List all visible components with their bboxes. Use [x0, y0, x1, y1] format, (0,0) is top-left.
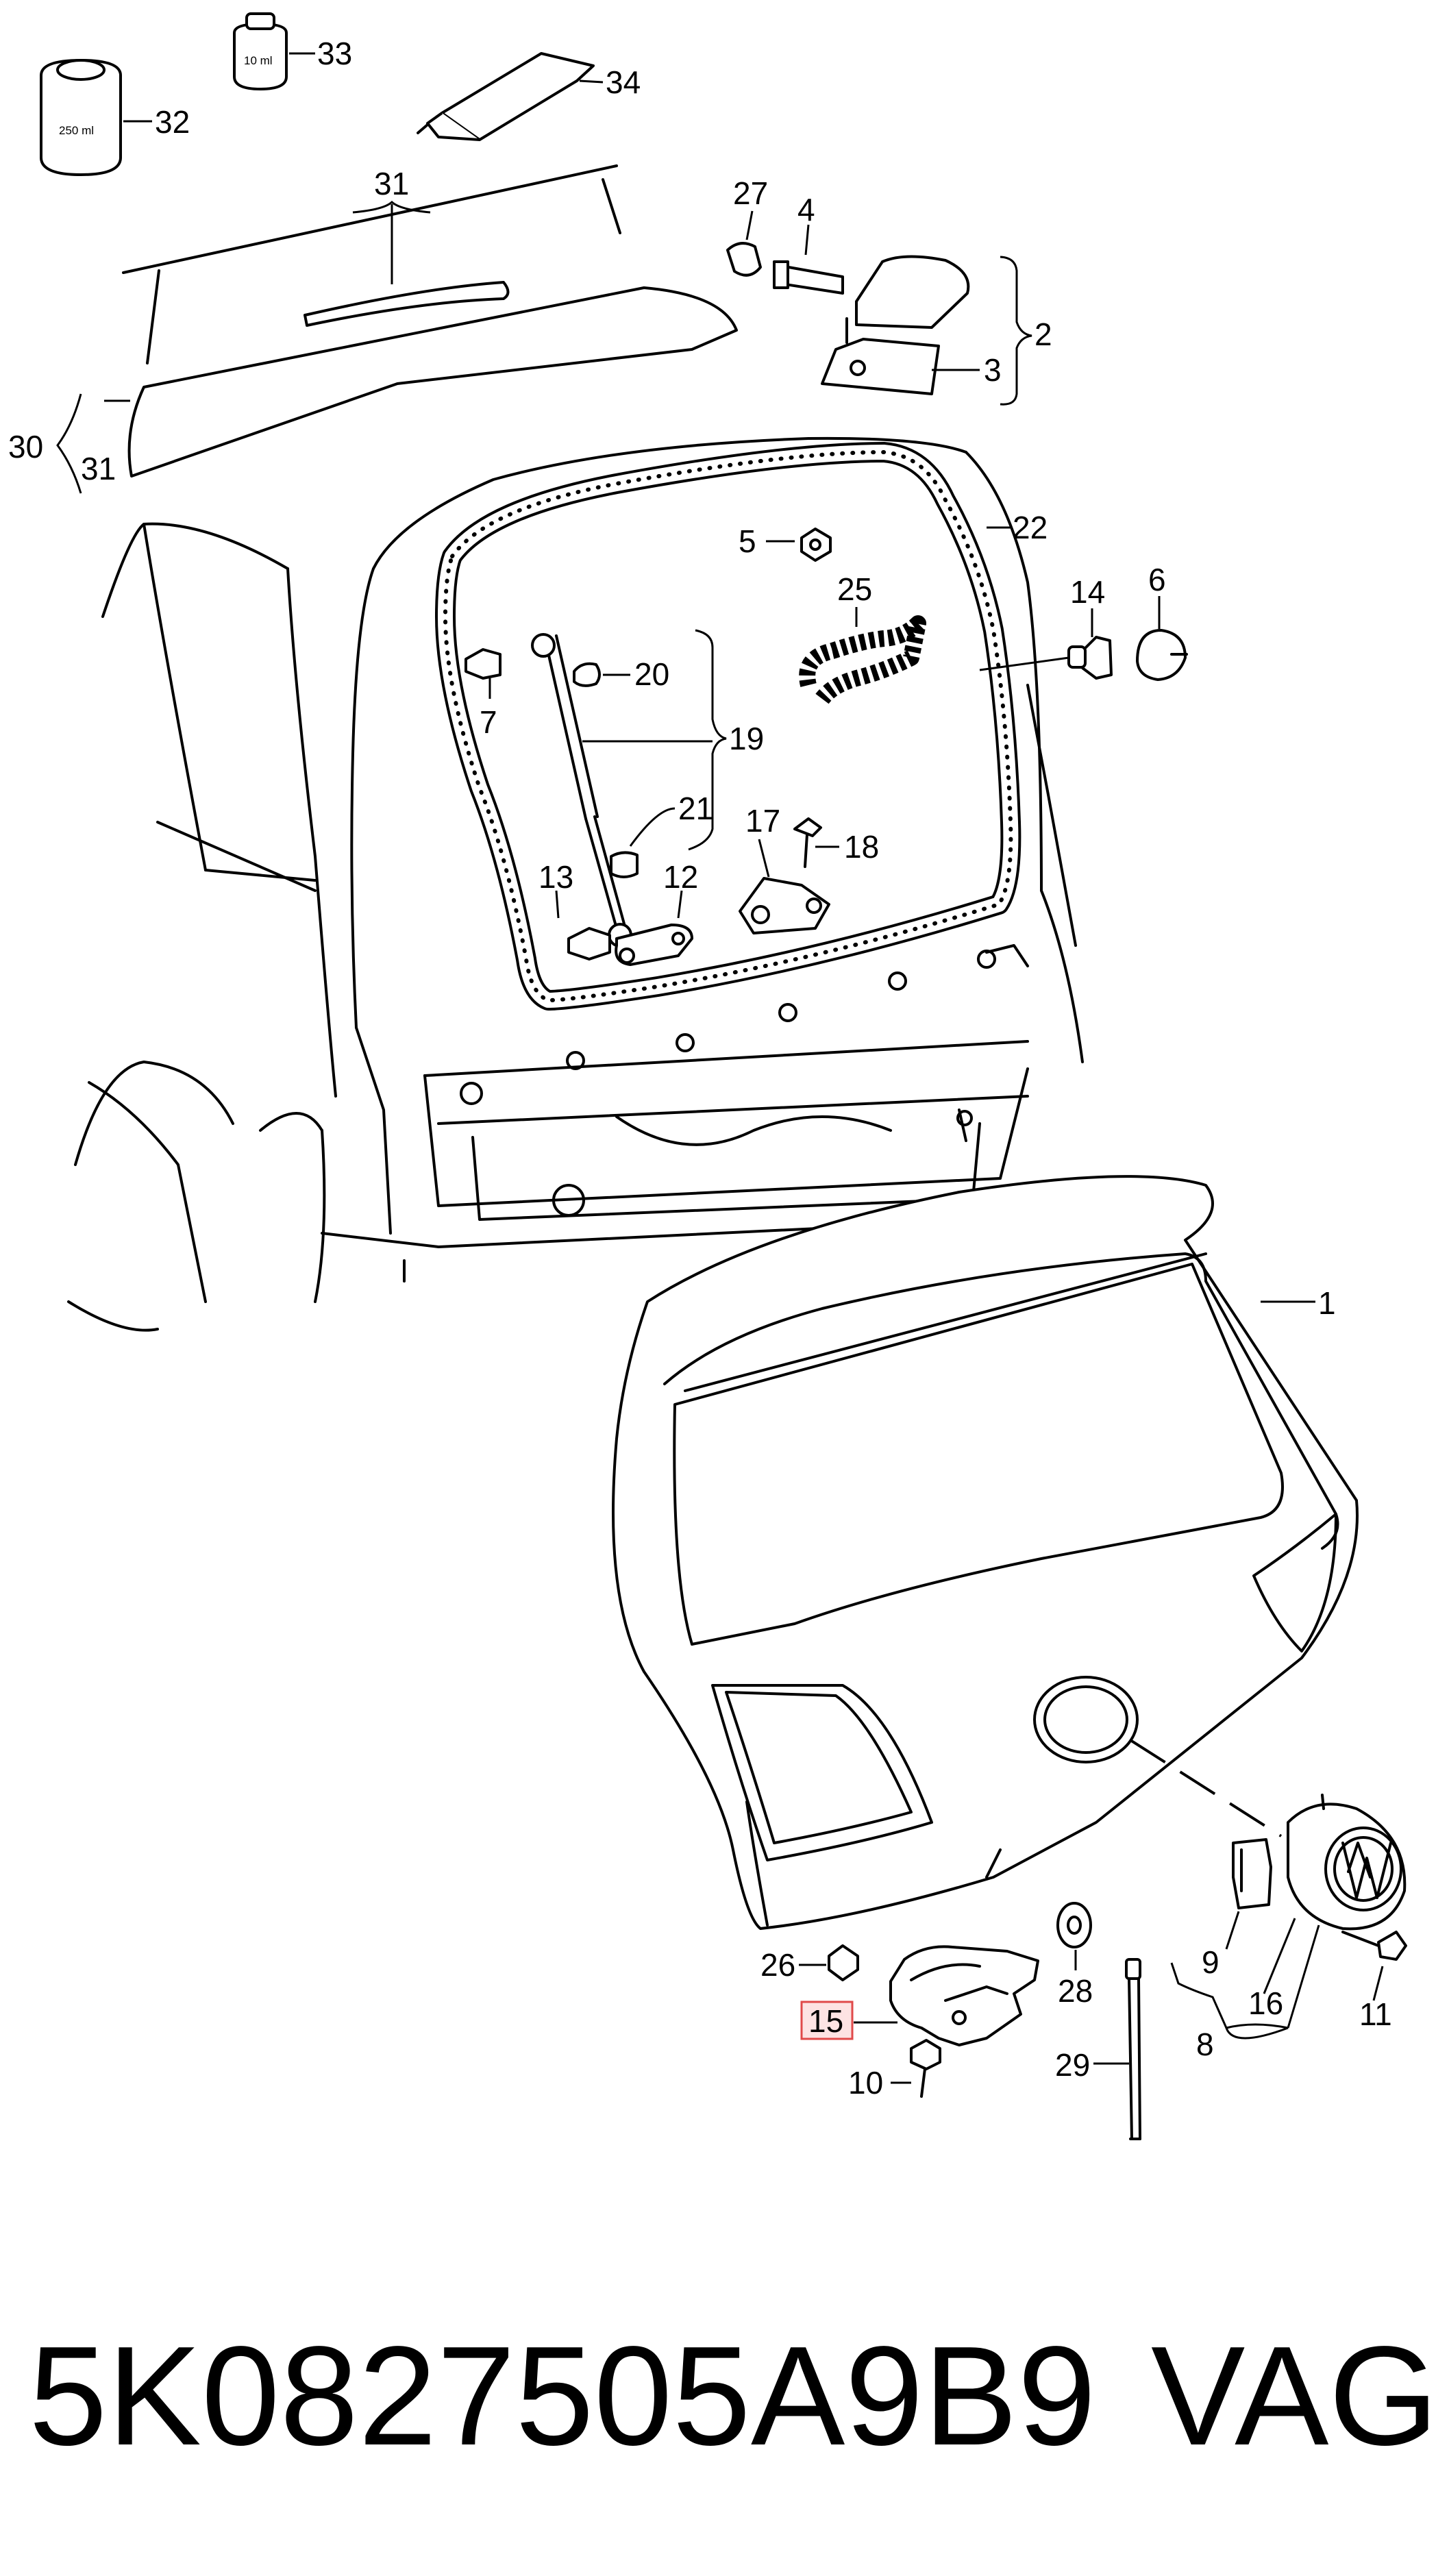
label-32: 32 — [155, 104, 190, 140]
door-seal-22 — [435, 442, 1021, 1011]
ball-stud-14 — [979, 636, 1113, 680]
label-26: 26 — [760, 1947, 795, 1983]
label-14: 14 — [1070, 574, 1105, 610]
label-34: 34 — [606, 64, 641, 100]
screw-11 — [1341, 1931, 1407, 1961]
container-33-volume: 10 ml — [244, 54, 273, 67]
label-21: 21 — [678, 791, 713, 826]
nut-26 — [828, 1944, 859, 1981]
brand-name: VAG — [1151, 2317, 1439, 2475]
bracket-12-13 — [567, 924, 693, 966]
roof-spoiler-31 — [122, 164, 738, 478]
label-31-left: 31 — [81, 451, 116, 486]
body-rear-section — [67, 436, 1084, 1332]
label-11: 11 — [1359, 1996, 1392, 2032]
clip-20 — [573, 662, 601, 687]
label-9: 9 — [1202, 1944, 1219, 1980]
label-17: 17 — [745, 803, 780, 839]
label-3: 3 — [984, 352, 1002, 388]
label-5: 5 — [739, 523, 756, 559]
cable-29 — [1125, 1958, 1141, 2140]
label-16: 16 — [1248, 1985, 1283, 2021]
container-33: 10 ml — [233, 12, 288, 90]
ball-stud-7 — [465, 648, 501, 680]
label-15: 15 — [808, 2003, 843, 2039]
label-25: 25 — [837, 571, 872, 607]
label-2: 2 — [1035, 317, 1052, 352]
adhesive-tube-34 — [417, 52, 595, 141]
cap-6 — [1136, 629, 1188, 681]
label-29: 29 — [1055, 2047, 1090, 2083]
label-20: 20 — [634, 656, 669, 692]
container-32-volume: 250 ml — [59, 124, 94, 137]
lock-striker-17-18 — [739, 817, 830, 934]
label-13: 13 — [538, 859, 573, 895]
wiring-harness-25 — [799, 615, 926, 704]
label-12: 12 — [663, 859, 698, 895]
part-15-highlight — [800, 2001, 854, 2040]
hinge-assembly — [726, 242, 970, 395]
label-10: 10 — [848, 2065, 883, 2101]
label-7: 7 — [480, 704, 497, 740]
clip-21 — [610, 851, 639, 878]
label-4: 4 — [797, 192, 815, 227]
label-33: 33 — [317, 36, 352, 71]
label-19: 19 — [729, 721, 764, 756]
nut-5 — [800, 528, 832, 562]
label-22: 22 — [1013, 510, 1048, 545]
label-18: 18 — [844, 829, 879, 865]
label-6: 6 — [1148, 562, 1166, 597]
label-1: 1 — [1318, 1285, 1336, 1321]
label-27: 27 — [733, 175, 768, 211]
label-30: 30 — [8, 429, 43, 465]
emblem-switch-16 — [1287, 1794, 1407, 1931]
label-8: 8 — [1196, 2027, 1214, 2062]
part-number: 5K0827505A9B9 — [29, 2317, 1096, 2475]
grommet-28 — [1056, 1902, 1092, 1948]
label-28: 28 — [1058, 1973, 1093, 2009]
connector-9 — [1232, 1838, 1272, 1909]
tailgate-1 — [612, 1175, 1359, 1930]
container-32: 250 ml — [40, 59, 122, 176]
lock-15 — [889, 1945, 1039, 2098]
label-31-top: 31 — [374, 166, 409, 201]
